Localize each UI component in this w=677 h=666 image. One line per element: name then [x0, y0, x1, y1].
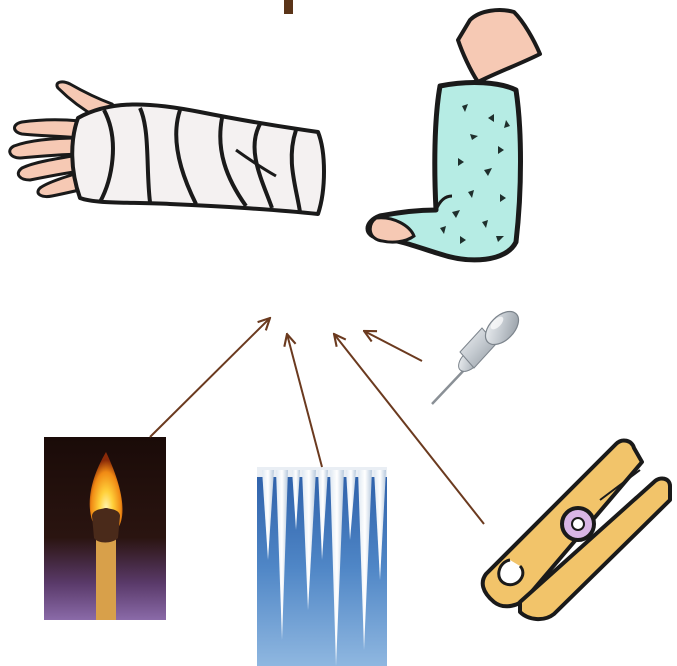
burning-match-icon — [44, 437, 166, 620]
clothes-peg-icon — [483, 441, 670, 620]
arrow-from-icicles — [287, 334, 322, 467]
arrow-from-pin — [364, 331, 422, 361]
push-pin-icon — [432, 305, 525, 404]
leg-cast-icon — [368, 10, 540, 260]
arm-cast-icon — [10, 82, 324, 214]
arrow-from-match — [150, 318, 270, 437]
title-mark — [284, 0, 293, 14]
icicles-icon — [257, 467, 387, 666]
